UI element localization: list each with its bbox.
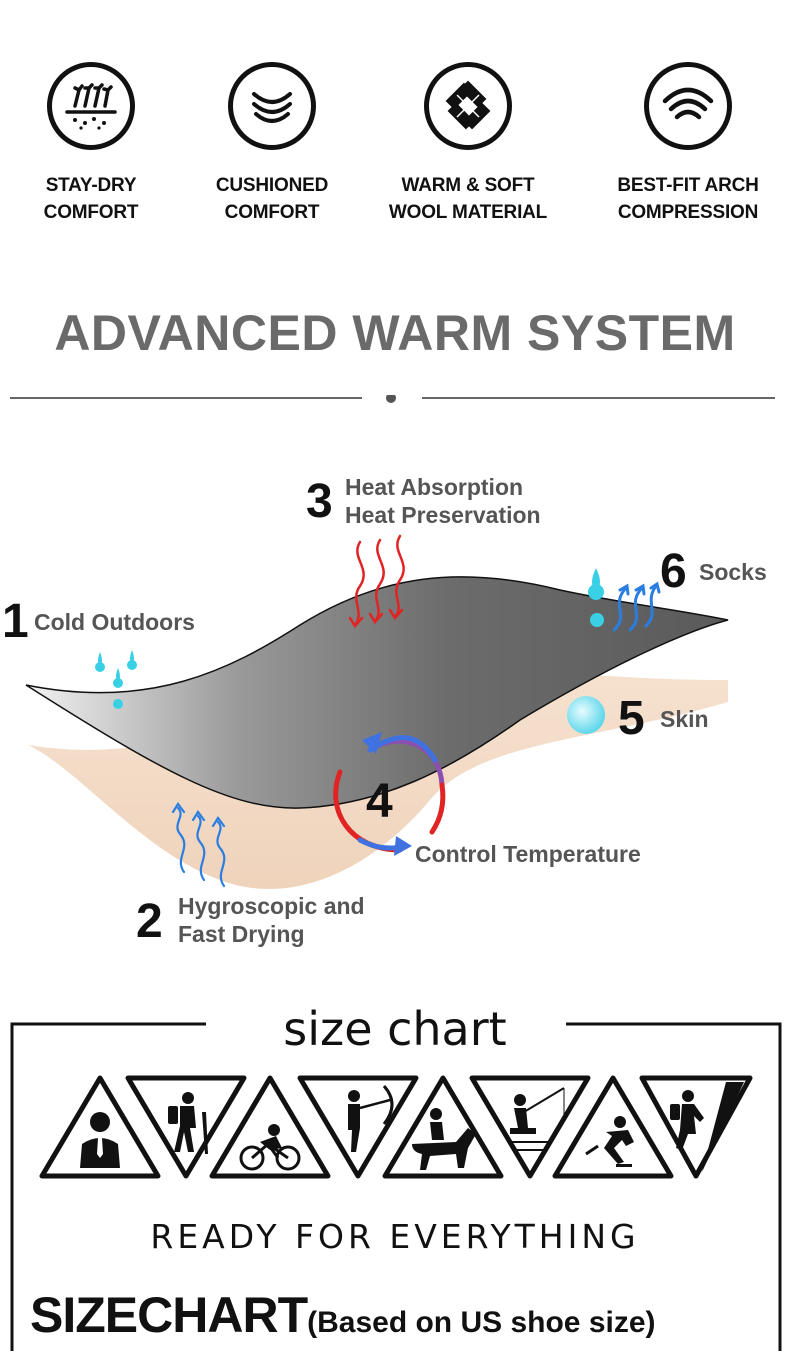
label-number-5: 5: [618, 692, 645, 745]
size-chart-heading: SIZECHART(Based on US shoe size): [30, 1286, 656, 1344]
label-number-1: 1: [2, 595, 29, 648]
label-number-4: 4: [366, 775, 393, 828]
tagline: READY FOR EVERYTHING: [150, 1217, 640, 1256]
size-chart-heading-text: SIZECHART: [30, 1287, 308, 1343]
size-chart-title: size chart: [283, 1002, 507, 1056]
title-divider: [10, 392, 780, 403]
label-socks: Socks: [699, 559, 767, 585]
activity-icons-row: [38, 1072, 758, 1184]
label-number-2: 2: [136, 895, 163, 948]
label-skin: Skin: [660, 706, 709, 732]
label-control-temperature: Control Temperature: [415, 841, 641, 867]
business-icon: [80, 1112, 120, 1168]
size-chart-frame: [10, 1022, 782, 1351]
fishing-icon: [508, 1087, 565, 1151]
sock-vapor-icon: [588, 568, 661, 632]
skin-bubble-icon: [567, 696, 605, 734]
skating-icon: [585, 1116, 634, 1167]
label-cold-outdoors: Cold Outdoors: [34, 609, 195, 635]
section-title: ADVANCED WARM SYSTEM: [54, 305, 736, 361]
archery-icon: [348, 1085, 394, 1152]
hygroscopic-arrows-icon: [171, 802, 226, 888]
heat-arrows-icon: [348, 534, 405, 629]
climbing-icon: [670, 1082, 744, 1172]
horse-riding-icon: [412, 1108, 476, 1170]
size-chart-heading-note: (Based on US shoe size): [307, 1306, 656, 1339]
warm-system-diagram: [0, 440, 790, 970]
moisture-arrows-icon: [47, 62, 135, 150]
wool-knit-icon: [424, 62, 512, 150]
label-number-3: 3: [306, 475, 333, 528]
label-number-6: 6: [660, 545, 687, 598]
hiking-icon: [168, 1092, 208, 1154]
cycling-icon: [239, 1124, 301, 1171]
cushion-waves-icon: [228, 62, 316, 150]
temperature-cycle-icon: [333, 735, 446, 853]
arch-compression-icon: [644, 62, 732, 150]
water-drops-icon: [95, 650, 137, 709]
sock-layer: [25, 576, 729, 809]
